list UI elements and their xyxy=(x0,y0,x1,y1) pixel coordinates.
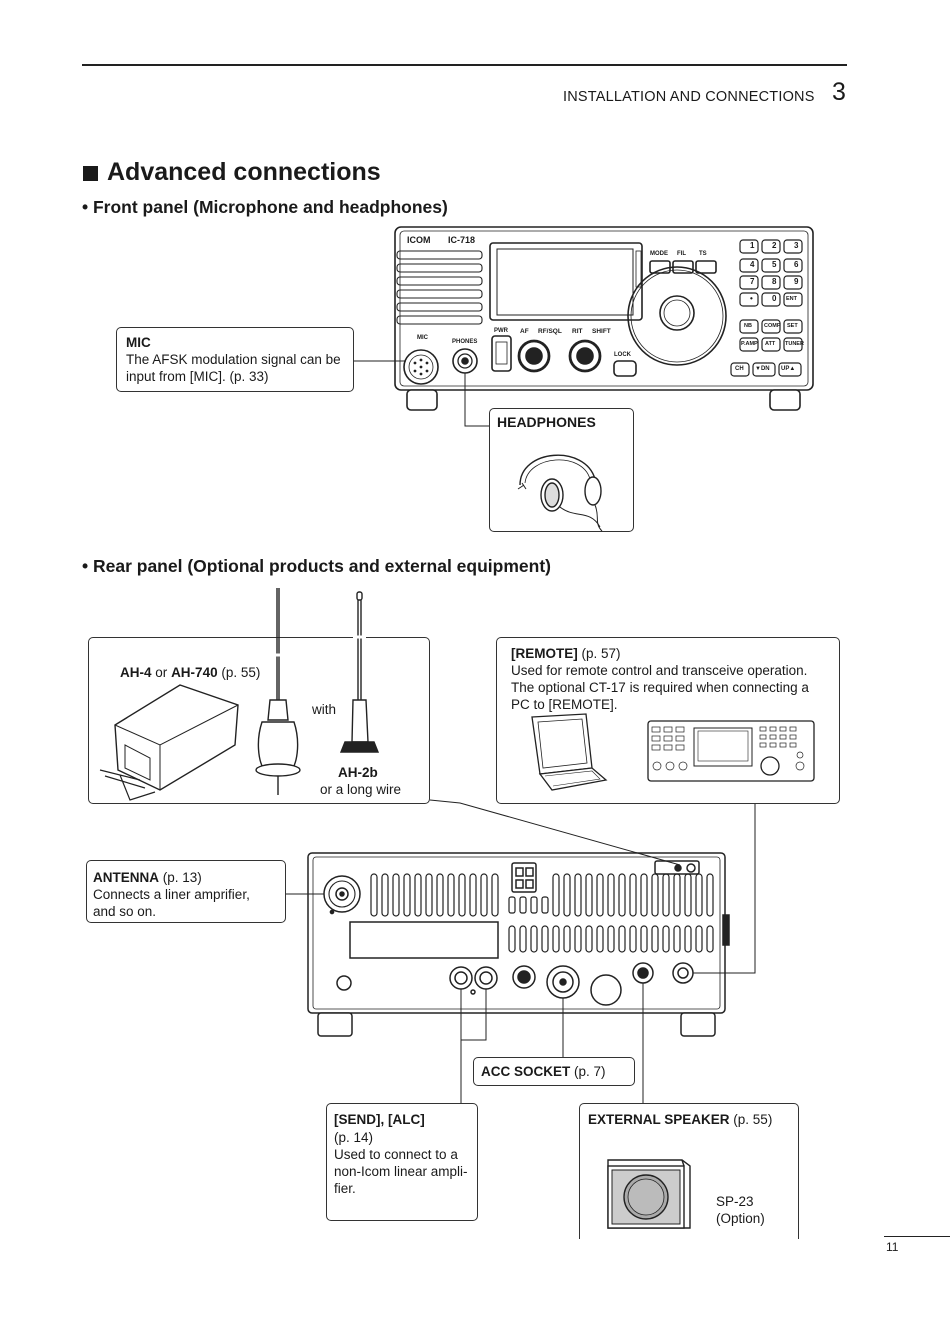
key-comp: COMP xyxy=(764,323,781,329)
radio-model: IC-718 xyxy=(448,235,476,245)
key-nb: NB xyxy=(744,323,752,329)
radio-ts-label: TS xyxy=(699,251,707,257)
acc-socket-callout: ACC SOCKET (p. 7) xyxy=(473,1057,635,1086)
headphones-label: HEADPHONES xyxy=(497,414,596,430)
key-ch: CH xyxy=(735,366,744,372)
speaker-label: EXTERNAL SPEAKER xyxy=(588,1112,730,1127)
radio-knob-rit: RIT xyxy=(572,328,583,335)
key-set: SET xyxy=(787,323,798,329)
send-alc-label: [SEND], [ALC] xyxy=(334,1112,425,1127)
whip-model-ah2b: AH-2b xyxy=(338,765,378,780)
key-0: 0 xyxy=(772,294,777,303)
key-pamp: P.AMP xyxy=(741,341,758,347)
acc-page: (p. 7) xyxy=(574,1064,606,1079)
key-up: UP▲ xyxy=(781,366,796,372)
page-number: 11 xyxy=(886,1240,899,1254)
remote-label-line: [REMOTE] (p. 57) xyxy=(511,645,621,662)
send-alc-line-3: fier. xyxy=(334,1181,356,1196)
key-att: ATT xyxy=(765,341,776,347)
speaker-icon xyxy=(607,1159,691,1229)
remote-line-2: The optional CT-17 is required when conn… xyxy=(511,680,809,695)
tuner-model-ah4: AH-4 xyxy=(120,665,152,680)
antenna-label-line: ANTENNA (p. 13) xyxy=(93,869,202,886)
mic-description: The AFSK modulation signal can be input … xyxy=(126,352,341,384)
send-alc-line-1: Used to connect to a xyxy=(334,1147,458,1162)
key-dot: • xyxy=(750,294,753,303)
front-panel-subtitle: • Front panel (Microphone and headphones… xyxy=(82,197,448,217)
remote-line-3: PC to [REMOTE]. xyxy=(511,697,618,712)
speaker-option: (Option) xyxy=(716,1211,765,1226)
speaker-model: SP-23 xyxy=(716,1194,754,1209)
key-4: 4 xyxy=(750,260,755,269)
headphones-callout: HEADPHONES xyxy=(489,408,634,532)
radio-fil-label: FIL xyxy=(677,251,686,257)
antenna-line-1: Connects a liner amprifier, xyxy=(93,887,250,902)
radio-brand: ICOM xyxy=(407,235,431,245)
antenna-line-2: and so on. xyxy=(93,904,157,919)
key-2: 2 xyxy=(772,241,777,250)
tuner-page: (p. 55) xyxy=(221,665,261,680)
tuner-with: with xyxy=(312,702,337,717)
key-9: 9 xyxy=(794,277,799,286)
headphones-icon xyxy=(517,454,603,532)
radio-knob-rfsql: RF/SQL xyxy=(538,328,562,335)
tuner-model-ah740: AH-740 xyxy=(171,665,218,680)
radio-mode-label: MODE xyxy=(650,251,668,257)
acc-label: ACC SOCKET xyxy=(481,1064,571,1079)
key-tuner: TUNER xyxy=(785,341,804,347)
header-rule xyxy=(82,64,847,66)
tuner-label-line: AH-4 or AH-740 (p. 55) xyxy=(120,664,260,681)
mic-label: MIC xyxy=(126,335,151,350)
key-ent: ENT xyxy=(786,296,797,302)
key-dn: ▼DN xyxy=(755,366,770,372)
acc-label-line: ACC SOCKET (p. 7) xyxy=(481,1063,606,1080)
square-bullet-icon xyxy=(83,166,98,181)
tuner-or: or xyxy=(155,665,168,680)
page-title: Advanced connections xyxy=(107,158,381,186)
radio-lock-label: LOCK xyxy=(614,352,631,358)
remote-line-1: Used for remote control and transceive o… xyxy=(511,663,808,678)
send-alc-line-2: non-Icom linear ampli- xyxy=(334,1164,468,1179)
key-5: 5 xyxy=(772,260,777,269)
speaker-label-line: EXTERNAL SPEAKER (p. 55) xyxy=(588,1111,772,1128)
radio-pwr-label: PWR xyxy=(494,328,508,334)
footer-rule xyxy=(884,1236,950,1237)
remote-label: [REMOTE] xyxy=(511,646,578,661)
antenna-callout: ANTENNA (p. 13) Connects a liner amprifi… xyxy=(86,860,286,923)
radio-keypad: 1 2 3 4 5 6 7 8 9 • 0 ENT NB COMP SET P.… xyxy=(740,240,804,351)
antenna-label: ANTENNA xyxy=(93,870,159,885)
external-speaker-callout: EXTERNAL SPEAKER (p. 55) SP-23 (Option) xyxy=(579,1103,799,1239)
key-7: 7 xyxy=(750,277,755,286)
radio-mic-label: MIC xyxy=(417,335,428,341)
key-3: 3 xyxy=(794,241,799,250)
section-title: INSTALLATION AND CONNECTIONS xyxy=(563,89,815,105)
antenna-page: (p. 13) xyxy=(162,870,202,885)
key-8: 8 xyxy=(772,277,777,286)
speaker-page: (p. 55) xyxy=(733,1112,773,1127)
radio-phones-label: PHONES xyxy=(452,339,478,345)
send-alc-callout: [SEND], [ALC] (p. 14) Used to connect to… xyxy=(326,1103,478,1221)
transceiver-front-illustration xyxy=(353,226,814,427)
chapter-number: 3 xyxy=(832,78,846,106)
radio-knob-shift: SHIFT xyxy=(592,328,611,335)
key-6: 6 xyxy=(794,260,799,269)
send-alc-page: (p. 14) xyxy=(334,1130,374,1145)
mic-callout: MIC The AFSK modulation signal can be in… xyxy=(116,327,354,392)
remote-page: (p. 57) xyxy=(581,646,621,661)
radio-knob-af: AF xyxy=(520,328,529,335)
key-1: 1 xyxy=(750,241,755,250)
rear-panel-subtitle: • Rear panel (Optional products and exte… xyxy=(82,556,551,576)
long-wire-note: or a long wire xyxy=(320,782,402,797)
